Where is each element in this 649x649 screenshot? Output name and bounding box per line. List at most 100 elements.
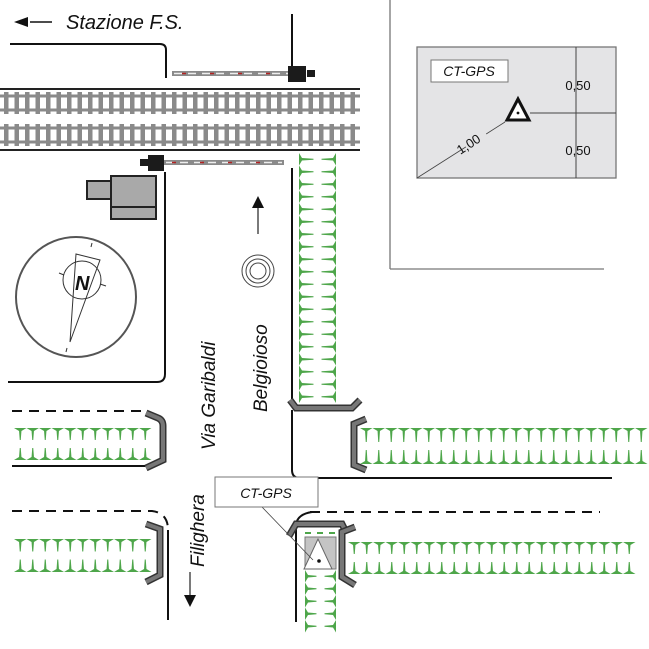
- crosswalk-stripe: [398, 542, 411, 554]
- crosswalk-stripe: [548, 542, 561, 554]
- kerb-line-left-block: [8, 172, 166, 383]
- rail-sleeper: [193, 124, 198, 146]
- curb-ramp: [352, 417, 367, 472]
- crosswalk-stripe: [547, 428, 560, 442]
- rail-sleeper: [119, 124, 124, 146]
- crosswalk-stripe: [101, 448, 114, 460]
- rail-sleeper: [287, 92, 292, 114]
- crosswalk-south: [305, 532, 336, 633]
- crosswalk-stripe: [385, 428, 398, 442]
- crosswalk-stripe: [39, 428, 52, 440]
- crosswalk-stripe: [321, 153, 336, 166]
- rail-track-2: [0, 124, 360, 146]
- crosswalk-stripe: [572, 450, 585, 464]
- crosswalk-stripe: [14, 448, 27, 460]
- rail-track-1: [0, 92, 360, 114]
- crosswalk-stripe: [372, 450, 385, 464]
- rail-sleeper: [203, 92, 208, 114]
- ct-gps-callout: CT-GPS: [214, 476, 319, 508]
- crosswalk-stripe: [139, 428, 152, 440]
- crosswalk-stripe: [321, 190, 336, 203]
- crosswalk-stripe: [435, 450, 448, 464]
- crosswalk-stripe: [398, 562, 411, 574]
- crosswalk-stripe: [114, 559, 127, 572]
- crosswalk-stripe: [299, 253, 314, 266]
- crosswalk-stripe: [598, 542, 611, 554]
- level-crossing-barrier-bottom: [140, 155, 284, 171]
- crosswalk-stripe: [51, 428, 64, 440]
- rail-sleeper: [329, 92, 334, 114]
- rail-sleeper: [182, 124, 187, 146]
- crosswalk-stripe: [101, 539, 114, 552]
- crosswalk-stripe: [410, 428, 423, 442]
- rail-sleeper: [25, 92, 30, 114]
- crosswalk-stripe: [485, 562, 498, 574]
- crosswalk-stripe: [89, 428, 102, 440]
- rail-sleeper: [319, 92, 324, 114]
- ct-gps-marker[interactable]: [303, 536, 337, 570]
- rail-sleeper: [298, 124, 303, 146]
- rail-sleeper: [245, 124, 250, 146]
- rail-sleeper: [308, 124, 313, 146]
- curb-ramp: [288, 398, 362, 410]
- rail-sleeper: [130, 92, 135, 114]
- crosswalk-stripe: [510, 428, 523, 442]
- lane-dash-line: [12, 510, 169, 620]
- crosswalk-stripe: [299, 165, 314, 178]
- barrier-icon: [148, 155, 164, 171]
- crosswalk-stripe: [39, 559, 52, 572]
- crosswalk-stripe: [597, 428, 610, 442]
- crosswalk-stripe: [373, 542, 386, 554]
- crosswalk-stripe: [299, 328, 314, 341]
- crosswalk-stripe: [610, 562, 623, 574]
- rail-sleeper: [56, 92, 61, 114]
- crosswalk-stripe: [522, 428, 535, 442]
- via-garibaldi-label: Via Garibaldi: [199, 341, 220, 450]
- crosswalk-stripe: [321, 278, 336, 291]
- crosswalk-west-upper: [14, 428, 152, 460]
- crosswalk-stripe: [522, 450, 535, 464]
- crosswalk-stripe: [126, 428, 139, 440]
- crosswalk-stripe: [510, 542, 523, 554]
- rail-sleeper: [245, 92, 250, 114]
- crosswalk-stripe: [26, 539, 39, 552]
- crosswalk-stripe: [610, 450, 623, 464]
- crosswalk-stripe: [321, 178, 336, 191]
- rail-sleeper: [214, 124, 219, 146]
- crosswalk-stripe: [51, 448, 64, 460]
- crosswalk-stripe: [14, 539, 27, 552]
- rail-sleeper: [25, 124, 30, 146]
- station-label: Stazione F.S.: [66, 12, 183, 34]
- crosswalk-stripe: [89, 559, 102, 572]
- belgioioso-direction: [252, 196, 264, 234]
- triangle-marker-icon: [303, 537, 333, 570]
- crosswalk-stripe: [535, 428, 548, 442]
- crosswalk-stripe: [324, 570, 336, 583]
- building-icon: [86, 175, 157, 220]
- rail-sleeper: [119, 92, 124, 114]
- crosswalk-stripe: [64, 539, 77, 552]
- curb-ramp: [287, 522, 348, 538]
- rail-sleeper: [98, 92, 103, 114]
- rail-sleeper: [340, 124, 345, 146]
- crosswalk-stripe: [299, 365, 314, 378]
- crosswalk-stripe: [26, 559, 39, 572]
- rail-sleeper: [350, 92, 355, 114]
- crosswalk-stripe: [560, 428, 573, 442]
- crosswalk-stripe: [422, 428, 435, 442]
- crosswalk-stripe: [126, 559, 139, 572]
- rail-sleeper: [350, 124, 355, 146]
- crosswalk-stripe: [299, 228, 314, 241]
- rail-sleeper: [329, 124, 334, 146]
- rail-sleeper: [256, 124, 261, 146]
- crosswalk-stripe: [321, 215, 336, 228]
- curb-ramp: [145, 522, 162, 584]
- crosswalk-stripe: [447, 428, 460, 442]
- crosswalk-stripe: [321, 253, 336, 266]
- crosswalk-stripe: [497, 450, 510, 464]
- detail-inset: CT-GPS 0,50 0,50 1,00: [389, 0, 617, 270]
- crosswalk-east-upper: [360, 428, 648, 464]
- crosswalk-stripe: [305, 582, 317, 595]
- crosswalk-stripe: [485, 428, 498, 442]
